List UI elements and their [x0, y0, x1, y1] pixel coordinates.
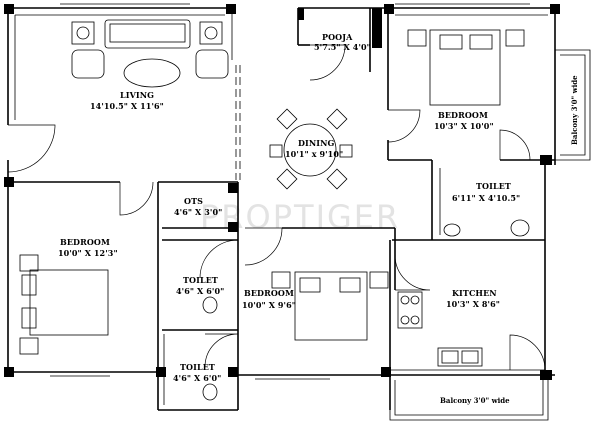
kitchen-size: 10'3" X 8'6": [446, 299, 500, 309]
bedroom-left-size: 10'0" X 12'3": [58, 248, 118, 258]
balcony-bottom-label: Balcony 3'0" wide: [440, 396, 510, 405]
pooja-size: 5'7.5" X 4'0": [314, 42, 371, 52]
furniture: [19, 19, 530, 401]
dining-name: DINING: [298, 138, 335, 148]
bedroom-left-name: BEDROOM: [60, 237, 110, 247]
toilet-mid-name: TOILET: [183, 275, 218, 285]
toilet-mid-size: 4'6" X 6'0": [176, 286, 224, 296]
bedroom-top-size: 10'3" X 10'0": [434, 121, 494, 131]
toilet-bottom-name: TOILET: [180, 362, 215, 372]
doors: [7, 44, 546, 371]
living-size: 14'10.5" X 11'6": [90, 101, 164, 111]
balcony-side-label: Balcony 3'0" wide: [570, 75, 579, 145]
bedroom-top-name: BEDROOM: [438, 110, 488, 120]
ots-name: OTS: [184, 196, 203, 206]
toilet-right-name: TOILET: [476, 181, 511, 191]
kitchen-name: KITCHEN: [452, 288, 497, 298]
toilet-bottom-size: 4'6" X 6'0": [173, 373, 221, 383]
living-name: LIVING: [120, 90, 154, 100]
toilet-right-size: 6'11" X 4'10.5": [452, 193, 520, 203]
pooja-name: POOJA: [322, 32, 353, 42]
ots-size: 4'6" X 3'0": [174, 207, 222, 217]
room-labels: POOJA 5'7.5" X 4'0" LIVING 14'10.5" X 11…: [58, 32, 579, 405]
dining-size: 10'1" x 9'10": [285, 149, 343, 159]
bedroom-mid-size: 10'0" X 9'6": [242, 300, 296, 310]
columns: [4, 4, 560, 380]
bedroom-mid-name: BEDROOM: [244, 288, 294, 298]
